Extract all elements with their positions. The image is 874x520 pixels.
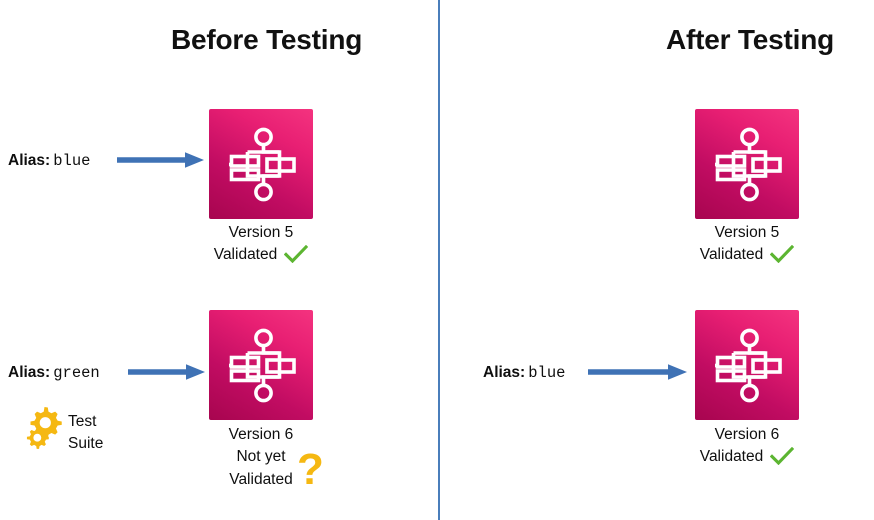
alias-value: blue	[528, 364, 566, 382]
caption-v6-after: Version 6 Validated	[683, 424, 811, 473]
version-label: Version 6	[228, 426, 294, 443]
alias-label-blue-after: Alias:blue	[483, 364, 565, 382]
gears-icon-test-suite	[22, 406, 68, 454]
version-label: Version 6	[714, 426, 780, 443]
alias-label-blue-before: Alias:blue	[8, 152, 90, 170]
blue-arrow-icon-bottom-left	[128, 362, 206, 382]
caption-v6-before: Version 6 Not yet Validated	[197, 424, 325, 491]
status-text: Validated	[699, 246, 764, 264]
alias-value: green	[53, 364, 100, 382]
step-functions-icon-v6-before	[209, 310, 313, 420]
alias-value: blue	[53, 152, 91, 170]
version-label: Version 5	[228, 224, 294, 241]
page-title-after: After Testing	[666, 24, 834, 55]
status-line-1: Not yet	[236, 448, 286, 466]
step-functions-icon-v5-after	[695, 109, 799, 219]
caption-v5-before: Version 5 Validated	[197, 222, 325, 271]
status-label: Validated	[197, 244, 325, 270]
panel-divider	[438, 0, 440, 520]
test-suite-line-1: Test	[68, 413, 97, 430]
status-text: Validated	[213, 246, 278, 264]
status-label: Validated	[683, 244, 811, 270]
status-line-2: Validated	[229, 470, 293, 488]
alias-key: Alias:	[8, 152, 51, 169]
status-text: Validated	[699, 448, 764, 466]
green-check-icon-v5-after	[770, 245, 795, 270]
caption-v5-after: Version 5 Validated	[683, 222, 811, 271]
page-title-before: Before Testing	[171, 24, 363, 55]
alias-label-green-before: Alias:green	[8, 364, 100, 382]
yellow-question-icon-v6-before: ?	[297, 445, 324, 494]
green-check-icon-v6-after	[770, 447, 795, 472]
test-suite-line-2: Suite	[68, 435, 104, 453]
step-functions-icon-v6-after	[695, 310, 799, 420]
version-label: Version 5	[714, 224, 780, 241]
status-label: Validated	[683, 446, 811, 472]
alias-key: Alias:	[8, 364, 51, 381]
alias-key: Alias:	[483, 364, 526, 381]
test-suite-label: Test Suite	[68, 411, 103, 456]
green-check-icon-v5-before	[284, 245, 309, 270]
blue-arrow-icon-top-left	[117, 150, 205, 170]
blue-arrow-icon-bottom-right	[588, 362, 688, 382]
step-functions-icon-v5-before	[209, 109, 313, 219]
